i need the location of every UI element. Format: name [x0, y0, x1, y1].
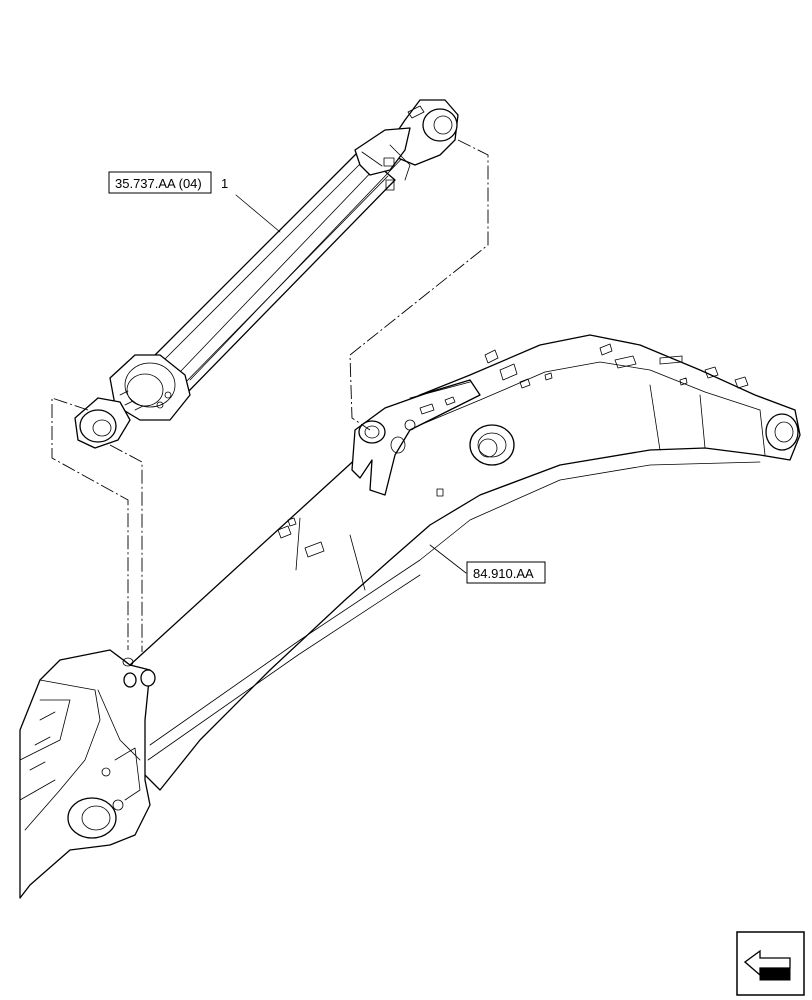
boom	[129, 334, 801, 791]
item-number-label: 1	[221, 176, 228, 191]
callout-cylinder-ref[interactable]: 35.737.AA (04)	[108, 171, 212, 194]
hydraulic-cylinder	[74, 99, 459, 449]
boom-foot	[19, 649, 156, 899]
leader-boom	[429, 544, 467, 574]
leader-cylinder	[235, 194, 281, 233]
callout-boom-ref-text: 84.910.AA	[473, 566, 534, 581]
callout-boom-ref[interactable]: 84.910.AA	[466, 561, 546, 584]
assembly-lines	[51, 139, 489, 652]
callout-cylinder-ref-text: 35.737.AA (04)	[115, 176, 202, 191]
boom-body	[129, 334, 801, 791]
boom-cylinder-bracket	[351, 379, 481, 496]
arrow-left-icon[interactable]	[736, 931, 805, 996]
